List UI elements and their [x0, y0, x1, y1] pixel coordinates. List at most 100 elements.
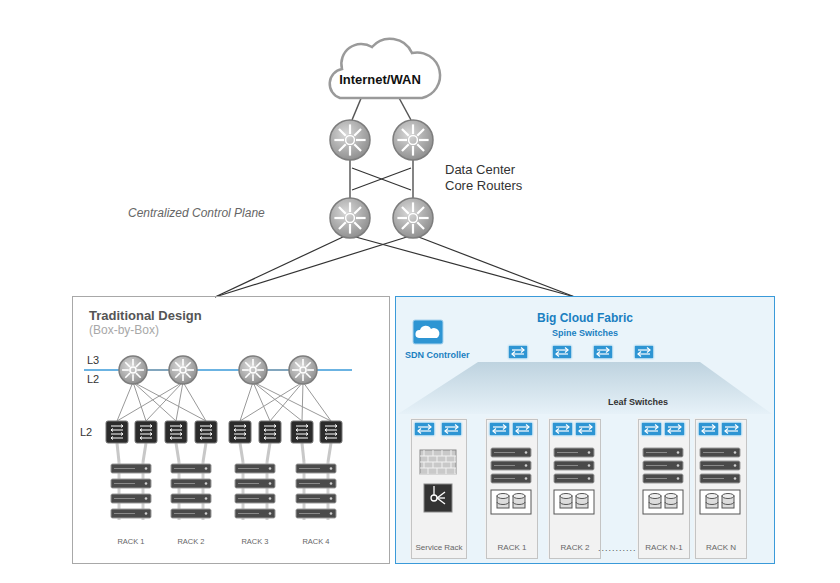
illustration-part — [565, 348, 568, 353]
illustration-part — [409, 214, 418, 223]
illustration-part — [114, 513, 135, 514]
illustration-part — [334, 139, 344, 141]
illustration-part — [140, 430, 152, 431]
illustration-part — [352, 236, 575, 297]
illustration-part — [274, 433, 276, 436]
illustration-part — [200, 429, 202, 432]
illustration-part — [111, 430, 123, 431]
illustration-part — [677, 477, 680, 480]
illustration-part — [172, 369, 179, 371]
illustration-part — [497, 494, 509, 499]
illustration-part — [252, 374, 254, 381]
illustration-part — [264, 434, 276, 435]
illustration-part — [508, 345, 528, 359]
illustration-part — [665, 502, 677, 505]
illustration-part — [556, 429, 559, 434]
illustration-part — [205, 482, 208, 485]
illustration-part — [270, 382, 303, 421]
illustration-part — [150, 433, 152, 436]
node-subtitle: (Box-by-Box) — [89, 323, 373, 337]
illustration-part — [554, 448, 594, 457]
illustration-part — [548, 418, 600, 558]
illustration-part — [325, 437, 327, 440]
illustration-part — [349, 202, 351, 212]
illustration-part — [419, 217, 429, 219]
illustration-part — [106, 421, 128, 443]
illustration-part — [588, 451, 591, 454]
illustration-part — [121, 425, 123, 428]
illustration-part — [145, 497, 148, 500]
illustration-part — [649, 494, 661, 499]
illustration-part — [442, 462, 443, 468]
illustration-part — [412, 224, 414, 234]
illustration-part — [494, 478, 515, 479]
illustration-part — [339, 222, 346, 229]
illustration-part — [418, 430, 431, 431]
illustration-part — [409, 136, 418, 145]
rack-label: RACK 3 — [225, 537, 285, 546]
illustration-part — [325, 430, 337, 431]
illustration-part — [175, 373, 180, 378]
illustration-part — [402, 207, 409, 214]
illustration-part — [264, 429, 266, 432]
illustration-part — [239, 356, 267, 384]
illustration-part — [267, 443, 270, 462]
illustration-part — [516, 429, 519, 434]
illustration-part — [415, 326, 439, 338]
illustration-part — [722, 502, 734, 505]
region-box: Traditional Design(Box-by-Box) — [72, 296, 390, 564]
illustration-part — [296, 429, 298, 432]
illustration-part — [183, 382, 206, 421]
illustration-part — [300, 367, 306, 373]
illustration-part — [566, 425, 569, 430]
illustration-part — [606, 348, 609, 353]
illustration-part — [393, 120, 433, 160]
annotation: Data Center Core Routers — [445, 162, 539, 194]
illustration-part — [330, 482, 333, 485]
illustration-part — [180, 367, 186, 373]
layer-label: L3 — [87, 354, 107, 366]
illustration-part — [291, 421, 313, 443]
illustration-part — [416, 236, 575, 297]
illustration-part — [734, 464, 737, 467]
illustration-part — [242, 369, 249, 371]
illustration-part — [393, 120, 433, 160]
illustration-part — [668, 430, 681, 431]
illustration-part — [489, 422, 510, 436]
illustration-part — [240, 382, 253, 421]
illustration-part — [205, 512, 208, 515]
rack-label: RACK 1 — [101, 537, 161, 546]
illustration-part — [412, 146, 414, 156]
illustration-part — [269, 497, 272, 500]
illustration-part — [441, 422, 462, 436]
illustration-part — [646, 452, 667, 453]
node-title: Internet/WAN — [339, 72, 421, 87]
illustration-part — [437, 492, 445, 498]
illustration-part — [735, 425, 738, 430]
illustration-part — [668, 426, 681, 427]
illustration-part — [240, 382, 303, 421]
illustration-part — [354, 207, 361, 214]
illustration-part — [330, 120, 370, 160]
illustration-part — [445, 426, 458, 427]
illustration-part — [170, 434, 182, 435]
illustration-part — [557, 465, 578, 466]
illustration-part — [256, 373, 261, 378]
illustration-part — [494, 465, 515, 466]
illustration-part — [451, 450, 452, 456]
illustration-part — [235, 509, 275, 518]
illustration-part — [560, 494, 572, 499]
illustration-part — [446, 468, 447, 474]
rack-panel: RACK 2 — [549, 419, 601, 559]
illustration-part — [437, 456, 438, 462]
illustration-part — [205, 497, 208, 500]
illustration-part — [171, 464, 211, 473]
illustration-part — [140, 437, 142, 440]
illustration-part — [296, 434, 308, 435]
illustration-part — [446, 456, 447, 462]
illustration-part — [445, 429, 448, 434]
illustration-part — [125, 373, 130, 378]
illustration-part — [706, 502, 718, 505]
illustration-part — [398, 362, 772, 414]
